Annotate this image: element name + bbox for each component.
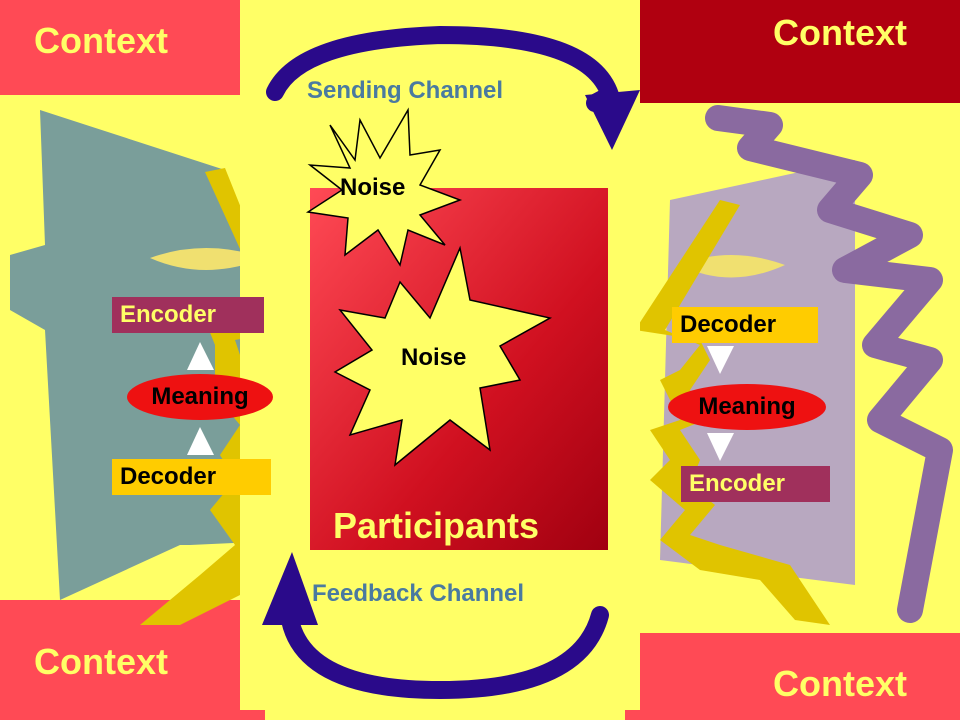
left-flow-arrow-upper xyxy=(187,342,214,370)
sending-channel-label: Sending Channel xyxy=(307,77,504,104)
noise-label-center: Noise xyxy=(401,344,467,371)
noise-label-top: Noise xyxy=(340,174,406,201)
feedback-channel-arrow xyxy=(281,606,609,700)
context-block-bottom-right xyxy=(625,633,960,720)
noise-burst-center xyxy=(333,245,553,467)
context-block-top-left xyxy=(0,0,240,95)
right-zigzag-hair xyxy=(705,105,953,623)
right-flow-arrow-upper xyxy=(707,346,734,374)
left-flow-arrow-lower xyxy=(187,427,214,455)
context-label-top-right: Context xyxy=(773,12,907,53)
sending-channel-arrowhead xyxy=(585,90,640,150)
right-decoder-label: Decoder xyxy=(672,307,818,343)
participants-label: Participants xyxy=(333,505,540,546)
context-label-top-left: Context xyxy=(34,20,168,61)
left-meaning-label: Meaning xyxy=(127,374,273,420)
context-label-bottom-right: Context xyxy=(773,663,907,704)
sending-channel-arrow xyxy=(266,25,621,112)
right-meaning-label: Meaning xyxy=(668,384,826,430)
left-decoder-label: Decoder xyxy=(112,459,271,495)
feedback-channel-arrowhead xyxy=(262,552,318,625)
right-flow-arrow-lower xyxy=(707,433,734,461)
left-encoder-label: Encoder xyxy=(112,297,264,333)
right-encoder-label: Encoder xyxy=(681,466,830,502)
noise-burst-top xyxy=(305,107,463,267)
context-block-top-right xyxy=(640,0,960,103)
right-face-profile xyxy=(635,200,830,625)
left-eye-shape xyxy=(150,248,265,270)
feedback-channel-label: Feedback Channel xyxy=(312,580,525,607)
context-block-bottom-left xyxy=(0,600,265,720)
context-label-bottom-left: Context xyxy=(34,641,168,682)
